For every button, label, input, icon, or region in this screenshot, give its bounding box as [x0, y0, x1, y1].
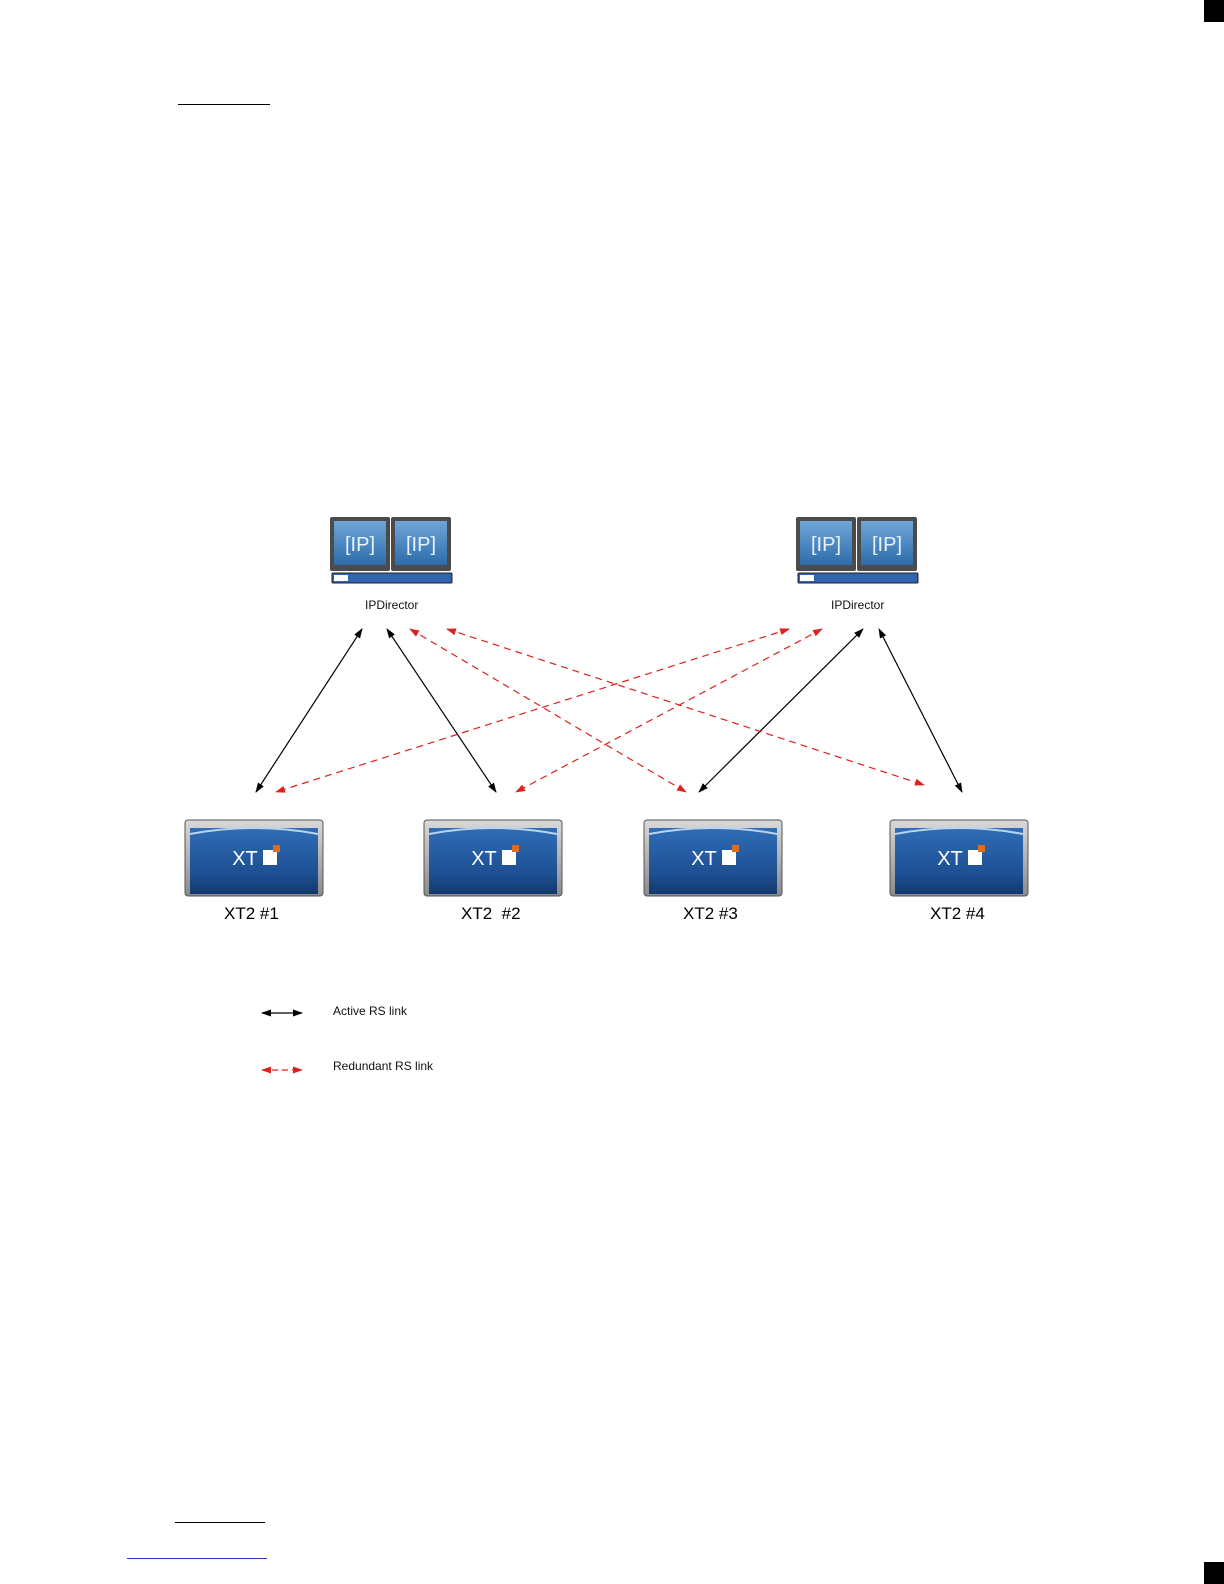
xt2-4-label: XT2 #4 — [930, 904, 985, 924]
active-link-ipd2-xt3 — [699, 629, 863, 792]
redundant-link-ipd2-xt2 — [516, 629, 822, 792]
ipdirector-1-screen-text-a: [IP] — [345, 534, 375, 556]
xt2-3-logo-text: XT — [691, 848, 717, 870]
redundant-link-ipd1-xt4 — [447, 629, 924, 785]
ipdirector-1-label: IPDirector — [365, 598, 418, 612]
xt2-2-logo-text: XT — [471, 848, 497, 870]
legend-active-label: Active RS link — [333, 1004, 407, 1018]
ipdirector-2-screen-text-a: [IP] — [811, 534, 841, 556]
active-link-ipd1-xt2 — [387, 629, 496, 792]
xt2-1-icon: XT — [185, 820, 323, 896]
ipdirector-2-label: IPDirector — [831, 598, 884, 612]
xt2-4-logo-text: XT — [937, 848, 963, 870]
legend-redundant-label: Redundant RS link — [333, 1059, 433, 1073]
xt2-1-logo-text: XT — [232, 848, 258, 870]
xt2-3-label: XT2 #3 — [683, 904, 738, 924]
ipdirector-1-screen-text-b: [IP] — [406, 534, 436, 556]
redundant-link-ipd2-xt1 — [276, 629, 789, 792]
ipdirector-1-icon: [IP] [IP] — [330, 517, 452, 583]
redundant-link-ipd1-xt3 — [410, 629, 686, 792]
active-link-ipd1-xt1 — [256, 629, 362, 792]
xt2-1-label: XT2 #1 — [224, 904, 279, 924]
active-link-ipd2-xt4 — [879, 629, 962, 792]
links-layer — [256, 629, 962, 792]
xt2-2-label: XT2 #2 — [461, 904, 521, 924]
ipdirector-2-screen-text-b: [IP] — [872, 534, 902, 556]
xt2-4-icon: XT — [890, 820, 1028, 896]
xt2-2-icon: XT — [424, 820, 562, 896]
xt2-3-icon: XT — [644, 820, 782, 896]
ipdirector-2-icon: [IP] [IP] — [796, 517, 918, 583]
